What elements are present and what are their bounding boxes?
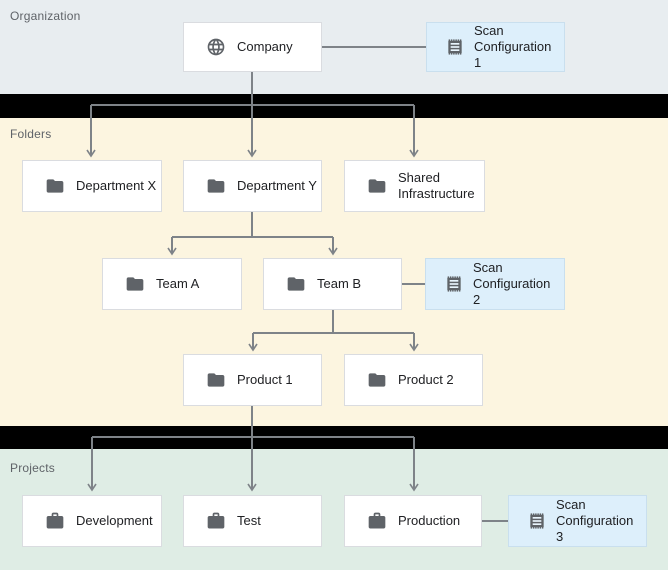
- projects-section-label: Projects: [10, 461, 55, 475]
- node-label: Department Y: [237, 178, 317, 193]
- node-product-2: Product 2: [344, 354, 483, 406]
- folder-icon: [45, 176, 65, 196]
- node-label: Product 1: [237, 372, 293, 387]
- node-team-b: Team B: [263, 258, 402, 310]
- node-department-x: Department X: [22, 160, 162, 212]
- scan-config-icon: [527, 511, 547, 531]
- node-label: Team B: [317, 276, 362, 291]
- node-label: Product 2: [398, 372, 454, 387]
- node-production: Production: [344, 495, 482, 547]
- node-label: Development: [76, 513, 153, 528]
- node-label: Test: [237, 513, 261, 528]
- folder-icon: [286, 274, 306, 294]
- node-scan-configuration-1: Scan Configuration 1: [426, 22, 565, 72]
- node-label: Company: [237, 39, 293, 54]
- node-test: Test: [183, 495, 322, 547]
- node-label: Scan Configuration 1: [474, 23, 552, 70]
- node-label: Team A: [156, 276, 200, 291]
- organization-section-label: Organization: [10, 9, 81, 23]
- folder-icon: [206, 176, 226, 196]
- folder-icon: [367, 370, 387, 390]
- node-label: Department X: [76, 178, 157, 193]
- node-company: Company: [183, 22, 322, 72]
- node-label: Scan Configuration 2: [473, 260, 551, 307]
- node-team-a: Team A: [102, 258, 242, 310]
- scan-config-icon: [445, 37, 465, 57]
- node-scan-configuration-2: Scan Configuration 2: [425, 258, 565, 310]
- node-label: Shared Infrastructure: [398, 170, 475, 201]
- node-shared-infrastructure: Shared Infrastructure: [344, 160, 485, 212]
- node-development: Development: [22, 495, 162, 547]
- briefcase-icon: [45, 511, 65, 531]
- node-label: Scan Configuration 3: [556, 497, 634, 544]
- briefcase-icon: [367, 511, 387, 531]
- briefcase-icon: [206, 511, 226, 531]
- scan-config-icon: [444, 274, 464, 294]
- node-department-y: Department Y: [183, 160, 322, 212]
- globe-icon: [206, 37, 226, 57]
- folder-icon: [367, 176, 387, 196]
- folder-icon: [125, 274, 145, 294]
- folders-section-label: Folders: [10, 127, 52, 141]
- folder-icon: [206, 370, 226, 390]
- node-product-1: Product 1: [183, 354, 322, 406]
- node-label: Production: [398, 513, 461, 528]
- node-scan-configuration-3: Scan Configuration 3: [508, 495, 647, 547]
